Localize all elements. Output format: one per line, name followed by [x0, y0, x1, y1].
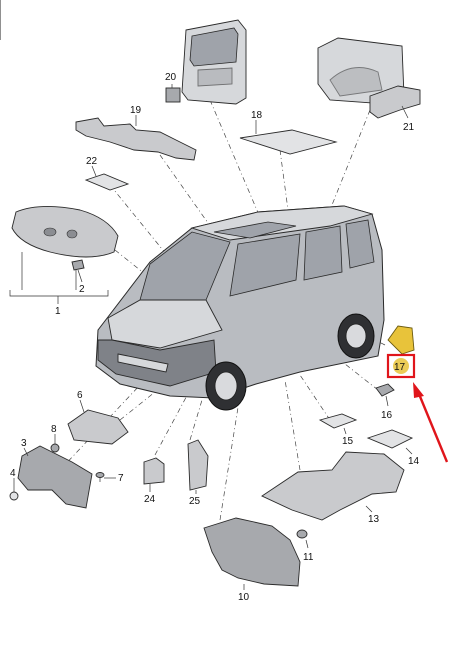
label-11: 11: [303, 552, 314, 563]
label-22: 22: [86, 156, 98, 167]
part-4-clip: [9, 491, 19, 501]
label-15: 15: [342, 436, 354, 447]
part-7-screw: [95, 472, 105, 482]
rear-wheelhouse-assembly: [317, 37, 421, 119]
red-arrow: [413, 382, 449, 463]
part-20-insulation-pad: [165, 87, 181, 103]
label-17: 17: [394, 362, 406, 373]
label-1: 1: [55, 306, 61, 317]
label-3: 3: [21, 438, 27, 449]
part-8-grommet: [50, 443, 60, 453]
highlight-box: [386, 353, 416, 379]
part-16-connector: [375, 383, 395, 397]
part-6-panel: [67, 409, 129, 445]
label-14: 14: [408, 456, 420, 467]
label-8: 8: [51, 424, 57, 435]
part-14-pad: [366, 429, 414, 449]
label-2: 2: [79, 284, 85, 295]
label-20: 20: [165, 72, 177, 83]
part-25-panel: [187, 439, 209, 491]
label-13: 13: [368, 514, 380, 525]
label-19: 19: [130, 105, 142, 116]
part-2-clip: [71, 259, 85, 271]
leader-lines: [13, 84, 413, 590]
part-17-bracket: [387, 325, 415, 355]
part-3-firewall-insulation: [17, 445, 93, 509]
label-6: 6: [77, 390, 83, 401]
label-25: 25: [189, 496, 201, 507]
part-19-roof-strip: [75, 117, 197, 161]
part-labels: 20 19 18 21 22 2 1 6 8 3 4 7 24 25 15 14…: [10, 72, 420, 603]
part-15-pad: [318, 413, 358, 429]
part-11-fastener: [296, 529, 308, 539]
rear-door-assembly: [165, 19, 247, 105]
part-18-roof-panel: [239, 129, 338, 155]
label-10: 10: [238, 592, 250, 603]
part-21-trim: [369, 85, 421, 119]
label-24: 24: [144, 494, 156, 505]
vehicle-body: [95, 205, 385, 411]
part-1-bracket: [9, 290, 109, 304]
label-18: 18: [251, 110, 263, 121]
part-10-firewall-panel: [203, 517, 301, 587]
label-4: 4: [10, 468, 16, 479]
part-24-block: [143, 457, 165, 485]
label-21: 21: [403, 122, 415, 133]
part-17-label-bg: [393, 358, 409, 374]
part-22-pad: [84, 173, 130, 191]
part-1-dashboard-insulator: [11, 205, 119, 271]
label-16: 16: [381, 410, 393, 421]
label-7: 7: [118, 473, 124, 484]
part-13-floor-carpet: [261, 451, 405, 521]
